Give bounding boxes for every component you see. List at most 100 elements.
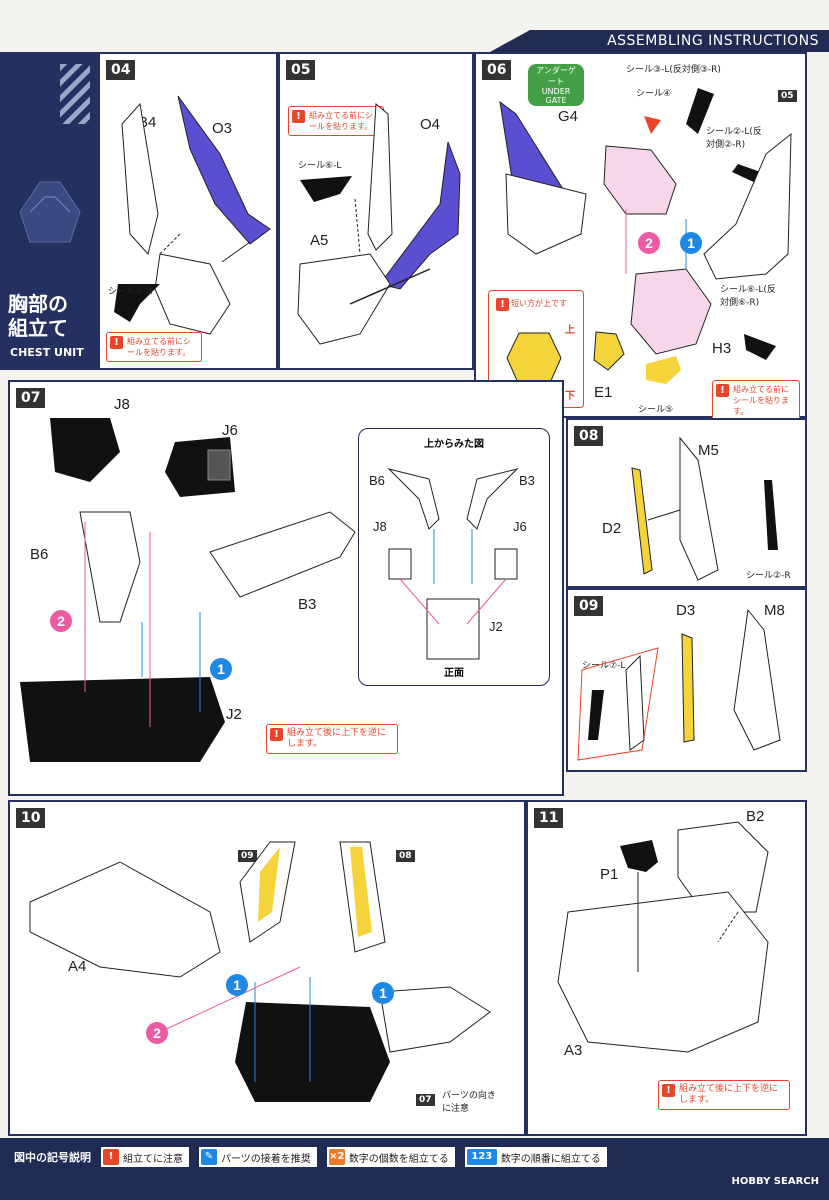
step-07-panel: 07 J8 J6 B6 B3 J2 2 1 ! 組み立て後に上下を逆にします。 … [8, 380, 564, 796]
inset-front-label: 正面 [444, 668, 464, 679]
step-07-diagram [20, 418, 356, 762]
part-label: A3 [564, 1042, 583, 1059]
seal-label: シール②-R [746, 571, 791, 581]
orientation-note: パーツの向きに注意 [442, 1091, 496, 1114]
seal-label: シール③-L(反対側③-R) [626, 65, 721, 75]
step-08-diagram [631, 436, 778, 581]
symbol-legend: 図中の記号説明 ! 組立てに注意 ✎ パーツの接着を推奨 ×2 数字の個数を組立… [14, 1147, 815, 1167]
up-label: 上 [565, 325, 575, 336]
ref-step-08: 08 [396, 850, 415, 862]
part-label: B6 [30, 546, 49, 563]
caution-icon: ! [103, 1149, 119, 1165]
inset-part-label: J2 [489, 619, 503, 634]
legend-title: 図中の記号説明 [14, 1151, 91, 1164]
stripes-decoration [60, 64, 90, 124]
part-label: O3 [212, 120, 233, 137]
seal-label: シール④ [636, 89, 672, 99]
step-06-diagram [499, 88, 792, 384]
legend-item: ✎ パーツの接着を推奨 [199, 1147, 317, 1167]
part-label: J6 [222, 422, 238, 439]
inset-part-label: J8 [373, 519, 387, 534]
ref-step-05: 05 [778, 90, 797, 102]
quantity-icon: ×2 [328, 1149, 345, 1165]
down-label: 下 [565, 391, 575, 402]
step-11-diagram [557, 821, 769, 1053]
part-label: A5 [310, 232, 329, 249]
part-label: G4 [558, 108, 579, 125]
inset-title: 上からみた図 [424, 439, 484, 450]
step-10-panel: 10 09 08 A4 1 1 2 07 パーツの向きに注意 [8, 800, 526, 1136]
warning-icon: ! [716, 384, 729, 397]
part-label: M5 [698, 442, 719, 459]
order-2-icon: 2 [146, 1022, 168, 1044]
order-1-icon: 1 [210, 658, 232, 680]
orientation-callout: ! 短い方が上です 上 下 [488, 290, 584, 408]
step-10-diagram [29, 841, 491, 1102]
step-number: 09 [574, 596, 604, 616]
warning-box: ! 組み立て後に上下を逆にします。 [266, 724, 398, 754]
part-label: B2 [746, 808, 765, 825]
step-05-diagram [297, 102, 461, 345]
chest-silhouette-icon [19, 181, 81, 243]
seal-label: シール⑥-L(反対側⑥-R) [720, 285, 776, 308]
part-label: D2 [602, 520, 622, 537]
seal-label: シール②-L(反対側②-R) [706, 127, 762, 150]
order-numbers-icon: 123 [466, 1149, 497, 1165]
step-08-panel: 08 M5 D2 シール②-R [566, 418, 807, 588]
order-1-icon: 1 [680, 232, 702, 254]
step-number: 08 [574, 426, 604, 446]
part-label: B3 [298, 596, 317, 613]
warning-icon: ! [662, 1084, 675, 1097]
step-number: 05 [286, 60, 316, 80]
callout-note: ! 短い方が上です [493, 295, 581, 312]
order-2-icon: 2 [50, 610, 72, 632]
legend-item: 123 数字の順番に組立てる [464, 1147, 607, 1167]
warning-icon: ! [496, 298, 509, 311]
seal-label: シール⑥-L [298, 161, 342, 171]
step-number: 06 [482, 60, 512, 80]
step-04-diagram [114, 95, 271, 335]
undergate-badge: アンダーゲート UNDER GATE [528, 64, 584, 106]
inset-part-label: J6 [513, 519, 527, 534]
inset-part-label: B3 [519, 473, 535, 488]
part-label: H3 [712, 340, 732, 357]
inset-diagram [387, 468, 519, 660]
step-number: 10 [16, 808, 46, 828]
part-label: J2 [226, 706, 242, 723]
section-title-jp: 胸部の 組立て [8, 292, 68, 340]
glue-icon: ✎ [201, 1149, 217, 1165]
order-1-icon: 1 [226, 974, 248, 996]
step-number: 07 [16, 388, 46, 408]
warning-icon: ! [110, 336, 123, 349]
warning-box: ! 組み立て後に上下を逆にします。 [658, 1080, 790, 1110]
section-title-en: CHEST UNIT [10, 346, 84, 359]
warning-icon: ! [270, 728, 283, 741]
warning-box: ! 組み立てる前にシールを貼ります。 [712, 380, 800, 421]
order-1-icon: 1 [372, 982, 394, 1004]
warning-icon: ! [292, 110, 305, 123]
warning-box: ! 組み立てる前にシールを貼ります。 [288, 106, 384, 136]
part-label: J8 [114, 396, 130, 413]
part-label: O4 [420, 116, 441, 133]
step-09-diagram [577, 608, 781, 761]
warning-box: ! 組み立てる前にシールを貼ります。 [106, 332, 202, 362]
step-11-panel: 11 B2 P1 A3 ! 組み立て後に上下を逆にします。 [526, 800, 807, 1136]
part-label: P1 [600, 866, 619, 883]
legend-item: ! 組立てに注意 [101, 1147, 189, 1167]
part-label: M8 [764, 602, 785, 619]
order-2-icon: 2 [638, 232, 660, 254]
top-view-inset: 上からみた図 B6 B3 J8 J6 J2 正面 [358, 428, 550, 686]
step-number: 04 [106, 60, 136, 80]
header-title: ASSEMBLING INSTRUCTIONS [530, 30, 829, 52]
part-label: D3 [676, 602, 696, 619]
legend-item: ×2 数字の個数を組立てる [326, 1147, 455, 1167]
seal-label: シール⑤ [638, 405, 674, 415]
ref-step-09: 09 [238, 850, 257, 862]
step-04-panel: 04 B4 O3 シール⑥-R ! 組み立てる前にシールを貼ります。 [98, 52, 278, 370]
part-label: E1 [594, 384, 613, 401]
step-09-panel: 09 D3 M8 シール⑦-L [566, 588, 807, 772]
step-06-panel: 06 アンダーゲート UNDER GATE G4 シール③-L(反対側③-R) … [474, 52, 807, 421]
part-label: A4 [68, 958, 87, 975]
seal-label: シール⑦-L [582, 661, 626, 671]
